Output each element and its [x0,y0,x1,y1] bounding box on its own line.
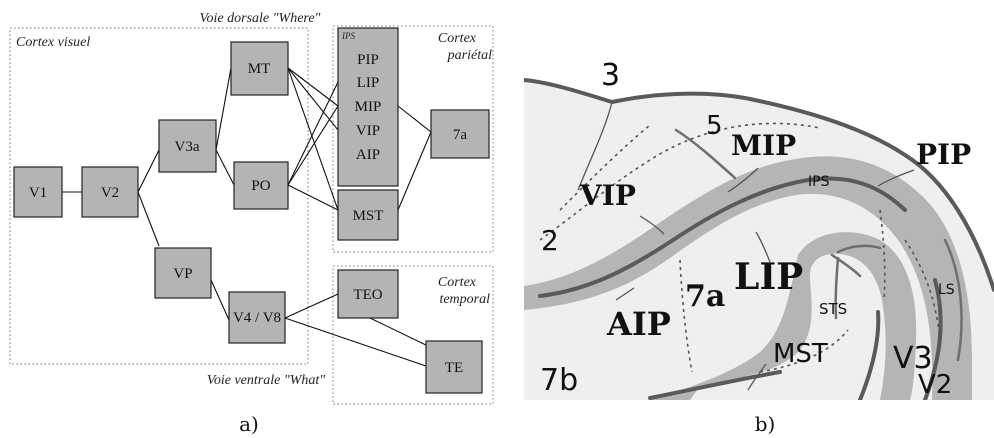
pip-pointer [877,169,915,187]
edge-mt-mip [287,67,339,107]
temporal-cortex-label-1: Cortex [438,275,477,290]
ips-group: IPS PIP LIP MIP VIP AIP [337,27,399,187]
node-v3a: V3a [158,119,217,173]
node-teo-label: TEO [353,287,382,303]
visual-cortex-label: Cortex visuel [16,35,90,50]
panel-a-label: a) [239,412,259,436]
area-aip-label: AIP [606,305,671,343]
lip-branch-1 [830,253,862,278]
outside-area [524,72,994,290]
node-aip-label: AIP [356,147,380,163]
edge-v3a-mt [215,67,232,151]
node-vp-label: VP [173,266,192,282]
edge-mt-vip [287,67,339,131]
edge-po-mst [287,184,339,211]
edge-v2-vp [137,191,160,247]
mip-pointer [727,167,759,193]
parietal-cortex-region [332,25,494,253]
node-po: PO [233,161,289,210]
node-7a: 7a [430,109,490,159]
sts-fold [650,232,917,400]
area-lip-label: LIP [734,256,803,298]
edge-v3a-po [215,149,235,186]
node-v1: V1 [13,166,63,218]
area-pip-label: PIP [916,138,971,171]
lip-branch-2 [836,244,882,254]
panel-a-diagram: Cortex visuel Cortex pariétal Cortex tem… [9,11,494,436]
node-vip-label: VIP [356,123,380,139]
dotted-boundary-1 [539,122,821,241]
area-mst-label: MST [773,339,828,369]
node-7a-label: 7a [453,127,468,143]
edge-po-lip [287,81,339,186]
node-te: TE [425,340,483,394]
node-mst-label: MST [353,208,384,224]
visual-cortex-region [9,27,309,365]
fold-line-lower-1 [858,310,881,400]
node-te-label: TE [445,360,463,376]
area-2-label: 2 [541,224,559,257]
node-mip-label: MIP [355,99,382,115]
area-vip-label: VIP [579,179,636,212]
edge-v4v8-te [284,317,427,367]
area-ls-label: LS [938,282,955,298]
edge-mt-mst [287,67,339,211]
mst-line [648,370,782,400]
panel-b-brain-map: 3 5 2 MIP PIP VIP IPS LIP 7a AIP STS LS … [524,58,994,436]
edge-po-mip [287,105,339,186]
node-mt-label: MT [248,61,271,77]
vip-pointer [639,215,665,235]
node-vp: VP [154,247,212,299]
node-pip-label: PIP [357,52,379,68]
node-v3a-label: V3a [175,139,200,155]
fold-line-lower-3 [943,238,963,362]
edge-teo-te [369,317,431,348]
node-v1-label: V1 [29,185,47,201]
lip-branch-3 [834,256,840,320]
dotted-boundary-2 [559,124,651,211]
area-mip-label: MIP [731,129,796,162]
cortex-outline [524,78,994,292]
dorsal-pathway-label: Voie dorsale "Where" [200,11,321,26]
area-v3-label: V3 [893,341,933,376]
area-7a-label: 7a [685,279,725,314]
area-5-label: 5 [706,111,723,141]
node-mst: MST [337,189,399,241]
ips-tag: IPS [341,31,355,41]
node-v2: V2 [81,166,139,218]
node-mt: MT [230,41,289,96]
area-sts-label: STS [819,300,847,318]
cortex-band [524,156,972,400]
aip-pointer [615,287,635,301]
central-sulcus [577,101,613,191]
lip-pointer [755,231,771,263]
area-v2-label: V2 [918,370,952,400]
node-v4-v8: V4 / V8 [228,291,286,344]
area-ips-label: IPS [808,174,830,190]
dotted-boundary-4 [879,209,886,301]
sulcus-5 [674,128,737,180]
ventral-pathway-label: Voie ventrale "What" [207,373,325,388]
parietal-cortex-label-1: Cortex [438,31,477,46]
edge-v4v8-teo [284,293,339,319]
node-v2-label: V2 [101,185,119,201]
node-po-label: PO [251,178,270,194]
mst-pointer [747,363,767,391]
edge-vp-v4v8 [210,279,230,321]
parietal-cortex-label-2: pariétal [447,48,492,63]
panel-b-label: b) [755,412,776,436]
edge-v2-v3a [137,149,160,193]
node-teo: TEO [337,269,399,319]
temporal-cortex-region [332,265,494,405]
node-lip-label: LIP [357,75,380,91]
node-v4-v8-label: V4 / V8 [233,310,281,326]
area-3-label: 3 [601,58,620,93]
temporal-cortex-label-2: temporal [439,292,490,307]
edge-mst-7a [397,131,432,211]
area-7b-label: 7b [540,363,578,398]
ips-line [538,176,907,298]
edge-mip-7a [397,105,432,133]
